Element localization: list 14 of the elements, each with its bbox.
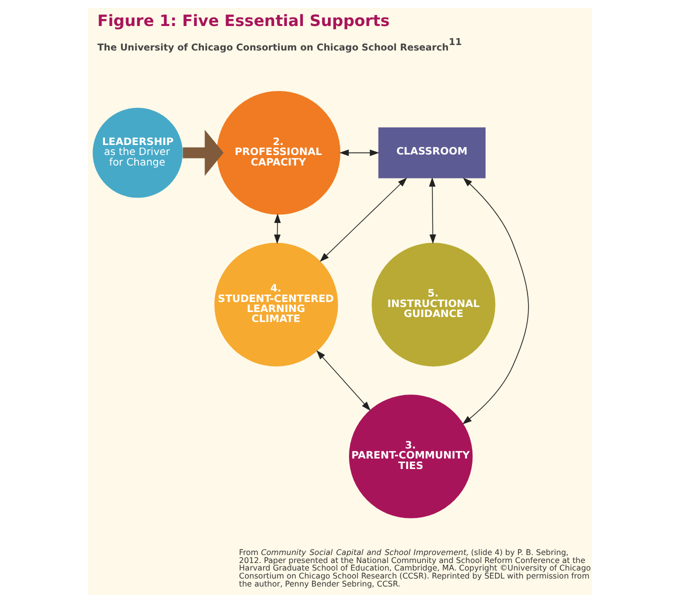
arrow	[462, 178, 529, 424]
arrow	[429, 177, 436, 244]
arrow	[274, 214, 281, 244]
node-circle: 2. PROFESSIONAL CAPACITY	[216, 90, 340, 215]
caption: From Community Social Capital and School Improvement, (slide 4) by P. B. Sebring, 2012. Paper presented at the National Community and School Reform Conference at the Harvard Graduate School of Education, Cambridge, MA. Copyright ©University of Chicago Consortium on Chicago School Research (CCSR). Reprinted by SEDL with permission from the author, Penny Bender Sebring, CCSR.	[239, 548, 591, 588]
node-circle: 5. INSTRUCTIONAL GUIDANCE	[372, 242, 496, 366]
node-circle: 4. STUDENT-CENTERED LEARNING CLIMATE	[214, 242, 338, 366]
arrow	[320, 178, 408, 262]
node-circle: LEADERSHIP as the Driver for Change	[92, 108, 183, 198]
node-box: CLASSROOM	[378, 127, 486, 178]
arrow	[339, 150, 380, 156]
arrow	[182, 130, 224, 176]
diagram-title: Figure 1: Five Essential Supports	[97, 11, 390, 30]
arrow	[316, 350, 371, 411]
